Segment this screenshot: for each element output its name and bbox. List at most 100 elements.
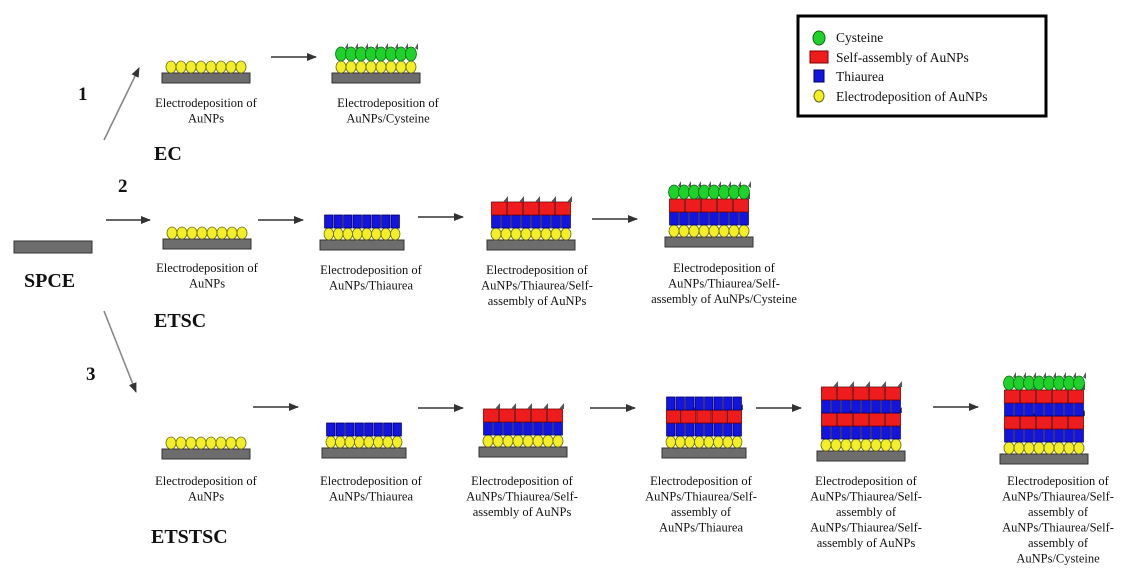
step-caption-line: AuNPs/Thiaurea/Self- [481,279,593,293]
linker-tick [748,181,751,188]
aunp-particle [665,435,676,449]
legend-label-cysteine: Cysteine [836,30,883,45]
thiaurea-block [713,396,723,411]
aunp-particle [185,60,197,74]
cysteine-legend-marker [812,30,826,46]
spce-label: SPCE [24,270,75,292]
legend-item-self-assembly: Self-assembly of AuNPs [809,50,969,65]
aunp-particle [880,438,892,452]
cysteine-molecule [728,184,740,200]
aunp-particle [185,436,197,450]
step-caption-line: AuNPs/Thiaurea [659,521,743,535]
electrode-stack [478,403,568,458]
thiaurea-block [1044,402,1054,417]
thiaurea-block [694,396,704,411]
thiaurea-block [666,396,676,411]
thiaurea-block [821,425,831,440]
thiaurea-block [732,422,742,437]
aunp-particle [732,435,743,449]
self-assembly-block [483,408,499,423]
thiaurea-block [491,214,501,229]
electrode-stack [661,396,747,459]
cysteine-molecule [688,184,700,200]
self-assembly-block [1004,389,1020,404]
thiaurea-block [841,425,851,440]
linker-tick [881,381,886,387]
self-assembly-block [837,412,853,427]
aunp-particle [722,435,733,449]
self-assembly-block [547,408,563,423]
thiaurea-block [675,422,685,437]
linker-tick [519,196,524,202]
cysteine-molecule [1043,375,1055,391]
step-caption-line: assembly of AuNPs [817,536,916,550]
step-caption-line: Electrodeposition of [156,261,259,275]
aunp-particle [380,227,391,241]
linker-tick [543,403,548,409]
thiaurea-block [521,214,531,229]
step-captions: Electrodeposition of AuNPs Electrodepositi… [155,96,1114,566]
thiaurea-block [1034,402,1044,417]
thiaurea-block [1004,428,1014,443]
step-caption-line: AuNPs/Thiaurea/Self- [810,521,922,535]
aunp-particle [373,435,384,449]
thiaurea-block [679,211,689,226]
step-caption-line: AuNPs [188,490,224,504]
electrode-stack [161,436,251,460]
aunp-particle [325,435,336,449]
self-assembly-block [869,386,885,401]
step-caption-line: AuNPs/Thiaurea [329,279,413,293]
self-assembly-block [885,412,901,427]
aunp-particle [405,60,417,74]
aunp-particle [520,227,532,241]
thiaurea-block [345,422,355,437]
cysteine-molecule [335,46,347,62]
thiaurea-block [513,421,523,436]
linker-tick [849,381,854,387]
aunp-particle [684,435,695,449]
thiaurea-block [390,214,400,229]
thiaurea-block [861,399,871,414]
self-assembly-block [1036,415,1052,430]
aunp-particle [195,60,207,74]
legend-item-cysteine: Cysteine [812,30,883,46]
thiaurea-block [392,422,402,437]
aunp-particle [502,434,514,448]
self-assembly-block [853,412,869,427]
thiaurea-block [1034,428,1044,443]
electrode-stacks [161,43,1089,465]
aunp-particle [205,436,217,450]
thiaurea-block [699,211,709,226]
thiaurea-block [501,214,511,229]
aunp-particle [333,227,344,241]
spce-electrode [13,240,93,254]
route-2-number: 2 [118,176,128,197]
step-caption-line: Electrodeposition of [320,263,423,277]
thiaurea-block [719,211,729,226]
aunp-particle [1063,441,1075,455]
thiaurea-block [694,422,704,437]
aunp-particle [820,438,832,452]
aunp-particle [361,227,372,241]
step-caption-line: Electrodeposition of [155,96,258,110]
electrode-base [331,72,421,84]
aunp-particle [225,436,237,450]
step-caption-line: AuNPs/Thiaurea/Self- [810,490,922,504]
step-caption-line: Electrodeposition of [320,474,423,488]
branch-arrow-route-1 [103,67,140,141]
cysteine-molecule [405,46,417,62]
aunp-particle [345,60,357,74]
electrode-base [319,239,405,251]
step-caption-line: Electrodeposition of [155,474,258,488]
thiaurea-block [523,421,533,436]
thiaurea-block [352,214,362,229]
thiaurea-block [383,422,393,437]
thiaurea-block [1054,428,1064,443]
thiaurea-block [343,214,353,229]
cysteine-molecule [1063,375,1075,391]
linker-tick [495,403,500,409]
aunp-particle [870,438,882,452]
aunp-particle [850,438,862,452]
electrode-stack [664,181,754,248]
self-assembly-block [1004,415,1020,430]
